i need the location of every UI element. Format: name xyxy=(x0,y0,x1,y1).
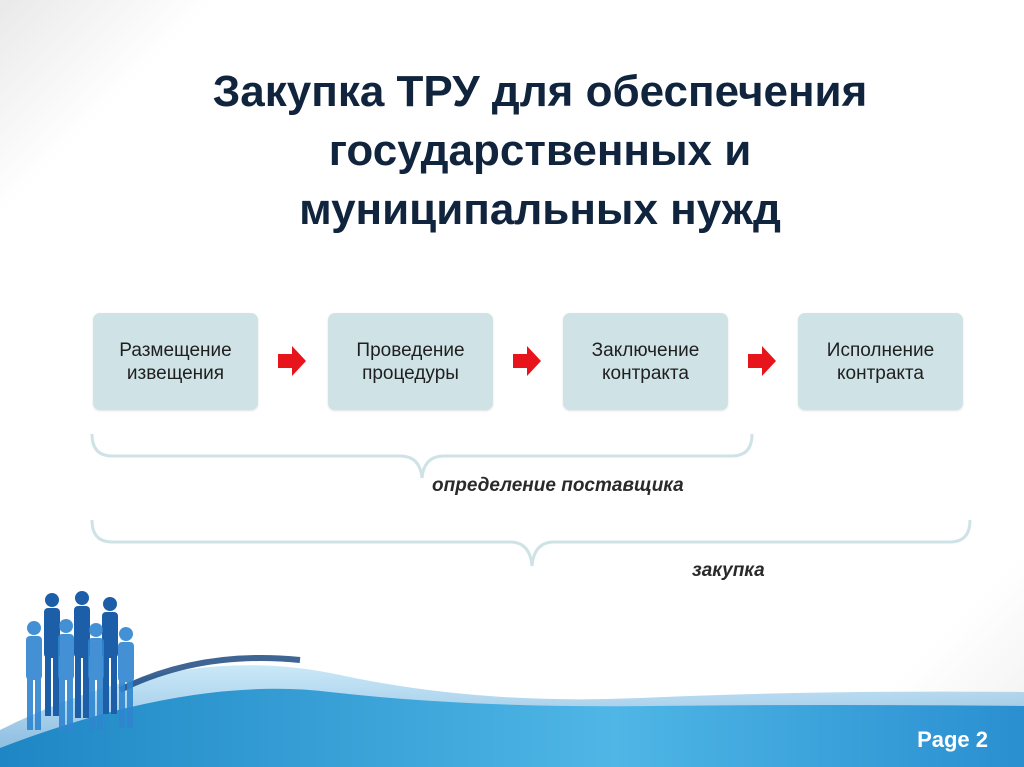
step-2-line-1: Проведение xyxy=(356,339,465,361)
title-line-2: государственных и xyxy=(328,126,752,175)
step-3-line-1: Заключение xyxy=(591,339,700,361)
right-arrow-icon xyxy=(513,346,541,376)
step-box-2: Проведение процедуры xyxy=(328,313,493,410)
right-arrow-icon xyxy=(748,346,776,376)
step-4-line-1: Исполнение xyxy=(826,339,935,361)
slide-title: Закупка ТРУ для обеспечения государствен… xyxy=(80,62,1000,239)
step-box-1: Размещение извещения xyxy=(93,313,258,410)
step-3-line-2: контракта xyxy=(601,362,689,384)
step-1-line-1: Размещение xyxy=(119,339,232,361)
supplier-determination-label: определение поставщика xyxy=(432,475,684,496)
right-arrow-icon xyxy=(278,346,306,376)
step-2-line-2: процедуры xyxy=(362,362,459,384)
title-line-3: муниципальных нужд xyxy=(299,185,781,234)
business-people-icon xyxy=(26,591,134,732)
title-line-1: Закупка ТРУ для обеспечения xyxy=(212,67,868,116)
procurement-label: закупка xyxy=(692,560,765,581)
step-4-line-2: контракта xyxy=(836,362,924,384)
step-box-3: Заключение контракта xyxy=(563,313,728,410)
footer-wave xyxy=(0,655,1024,767)
step-box-4: Исполнение контракта xyxy=(798,313,963,410)
step-1-line-2: извещения xyxy=(126,362,225,384)
page-number: Page 2 xyxy=(917,727,988,752)
